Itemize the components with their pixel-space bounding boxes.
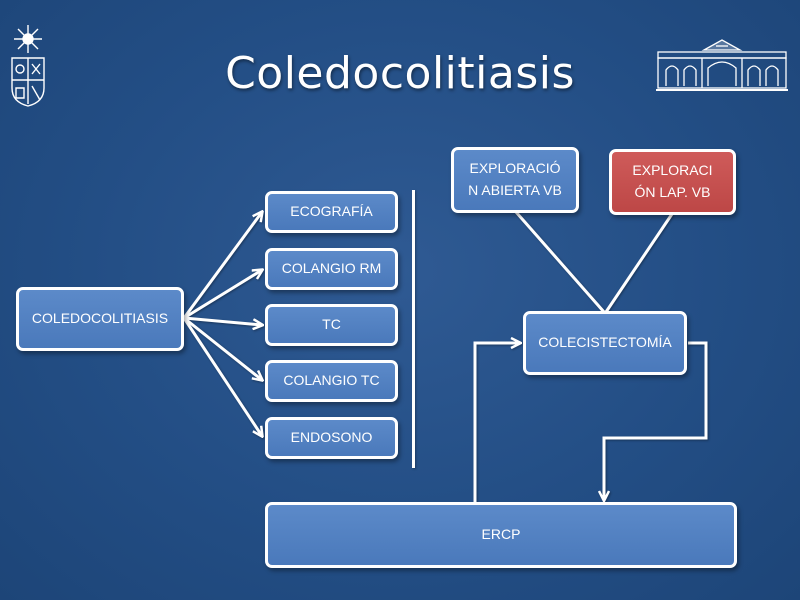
separator-line [412,190,415,468]
arrow-to-endosono [182,317,262,436]
arrow-to-colangio-rm [183,270,262,320]
node-label: TC [322,316,341,333]
building-logo [656,39,788,91]
node-ercp: ERCP [265,502,737,568]
arrow-ercp-to-cholecystectomy [473,343,520,504]
node-label: COLEDOCOLITIASIS [31,310,169,327]
node-label: EXPLORACIÓN LAP. VB [632,162,713,200]
node-coledocolitiasis: COLEDOCOLITIASIS [16,287,184,351]
university-crest-logo [11,25,45,107]
arrow-cholecystectomy-to-ercp [604,341,708,500]
node-lap-exploration: EXPLORACIÓN LAP. VB [609,149,736,215]
arrow-to-colangio-tc [183,316,262,380]
node-tc: TC [265,304,398,346]
node-label: ERCP [481,526,521,543]
node-label: COLECISTECTOMÍA [538,334,672,351]
arrow-to-ecografia [182,212,262,319]
node-label: COLANGIO TC [283,372,380,389]
line-lap-exploration [604,213,674,313]
line-open-exploration [514,211,606,313]
node-colangio-tc: COLANGIO TC [265,360,398,402]
node-ecografia: ECOGRAFÍA [265,191,398,233]
node-label: EXPLORACIÓN ABIERTA VB [468,160,562,198]
node-cholecystectomy: COLECISTECTOMÍA [523,311,687,375]
node-label: ENDOSONO [290,429,373,446]
node-colangio-rm: COLANGIO RM [265,248,398,290]
arrow-to-tc [183,316,262,325]
node-endosono: ENDOSONO [265,417,398,459]
node-label: COLANGIO RM [281,260,382,277]
node-label: ECOGRAFÍA [290,203,373,220]
node-open-exploration: EXPLORACIÓN ABIERTA VB [451,147,579,213]
slide-title: Coledocolitiasis [225,48,575,99]
